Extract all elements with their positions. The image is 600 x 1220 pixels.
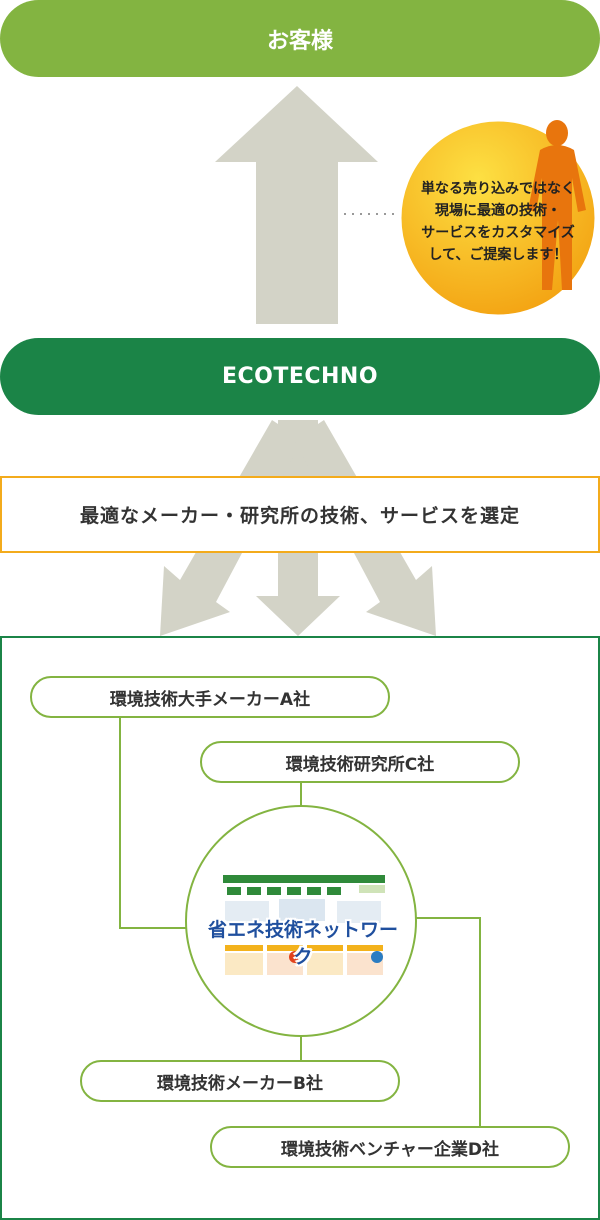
ecotechno-label: ECOTECHNO xyxy=(221,364,379,389)
up-arrow xyxy=(215,86,378,324)
company-b-label: 環境技術メーカーB社 xyxy=(157,1073,323,1094)
selection-label: 最適なメーカー・研究所の技術、サービスを選定 xyxy=(79,505,520,527)
connector-d-line xyxy=(414,917,481,1126)
company-d-label: 環境技術ベンチャー企業D社 xyxy=(281,1139,499,1160)
network-center-circle: 省エネ技術ネットワーク xyxy=(185,805,417,1037)
speech-text: 単なる売り込みではなく 現場に最適の技術・ サービスをカスタマイズ して、ご提案… xyxy=(421,181,575,263)
company-b: 環境技術メーカーB社 xyxy=(80,1060,400,1102)
company-c-label: 環境技術研究所C社 xyxy=(285,754,435,775)
network-center-title: 省エネ技術ネットワーク xyxy=(207,919,398,968)
selection-box: 最適なメーカー・研究所の技術、サービスを選定 xyxy=(0,476,600,553)
connector-a-line xyxy=(119,718,190,929)
network-flyer-thumbnail xyxy=(219,873,389,983)
salesperson-icon xyxy=(528,120,586,290)
company-a-label: 環境技術大手メーカーA社 xyxy=(109,689,311,710)
company-d: 環境技術ベンチャー企業D社 xyxy=(210,1126,570,1168)
company-c: 環境技術研究所C社 xyxy=(200,741,520,783)
customer-label: お客様 xyxy=(266,28,333,54)
ecotechno-pill: ECOTECHNO xyxy=(0,338,600,415)
company-a: 環境技術大手メーカーA社 xyxy=(30,676,390,718)
customer-pill: お客様 xyxy=(0,0,600,77)
